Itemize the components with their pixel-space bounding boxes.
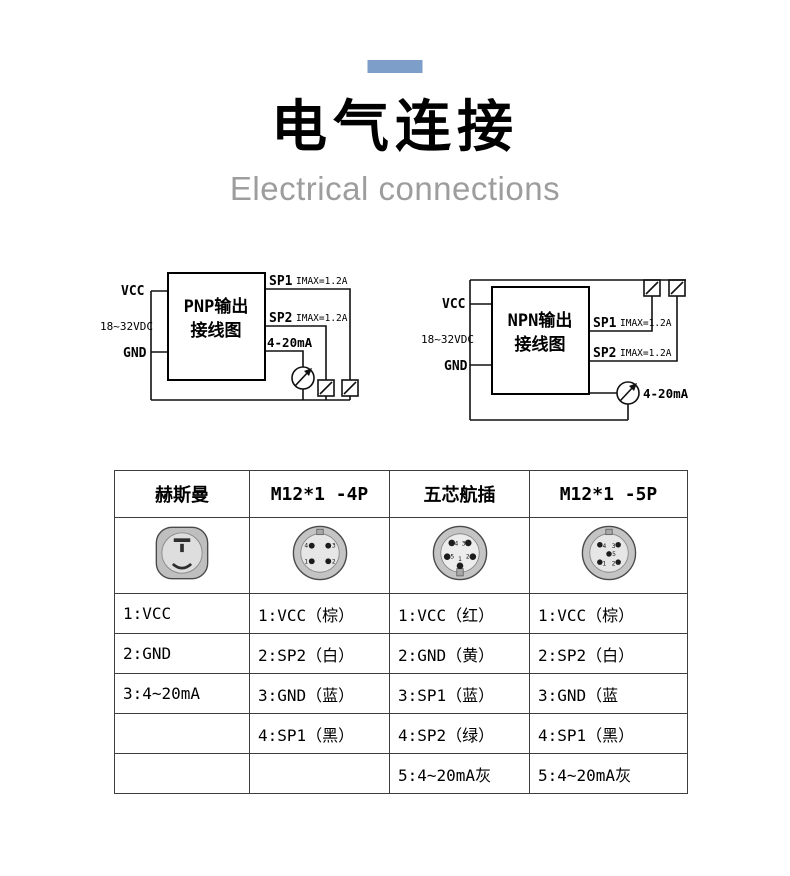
connector-cell-m12-5p: 4 3 5 1 2: [529, 517, 688, 594]
pinout-cell: 2:SP2（白）: [529, 633, 688, 674]
accent-bar: [367, 60, 423, 73]
npn-ammeter-symbol: [616, 381, 640, 405]
pnp-diagram: PNP输出 接线图 VCC 18~32VDC GND SP1 IMAX=1.2A…: [100, 272, 359, 401]
npn-box-title-line2: 接线图: [515, 334, 566, 355]
pin-label: 3: [331, 543, 335, 550]
pin-label: 5: [612, 551, 616, 558]
pinout-cell: 1:VCC（棕）: [249, 593, 390, 634]
pin-label: 4: [304, 543, 308, 550]
header-m12-4p: M12*1 -4P: [249, 470, 390, 518]
table-row: 4:SP1（黑） 4:SP2（绿） 4:SP1（黑）: [114, 713, 688, 754]
pnp-sp2-label: SP2: [269, 311, 292, 326]
aviation-5p-connector-icon: 4 3 5 2 1: [432, 525, 487, 581]
pin-label: 2: [465, 554, 469, 561]
m12-5p-connector-icon: 4 3 5 1 2: [581, 525, 636, 581]
pinout-cell: 4:SP1（黑）: [249, 713, 390, 754]
npn-sp1-imax: IMAX=1.2A: [620, 318, 672, 329]
pnp-box-title-line2: 接线图: [191, 320, 242, 341]
pinout-cell: [249, 753, 390, 794]
npn-vcc-label: VCC: [442, 297, 465, 312]
hirschmann-connector-icon: [155, 526, 209, 580]
pinout-cell: 3:4~20mA: [114, 673, 250, 714]
pin-label: 1: [458, 556, 462, 563]
pnp-vcc-label: VCC: [121, 284, 144, 299]
header-aviation: 五芯航插: [389, 470, 530, 518]
npn-load-symbol-1: [643, 279, 661, 297]
pin-label: 2: [611, 560, 615, 567]
npn-analog-out-label: 4-20mA: [643, 386, 689, 401]
pin-label: 2: [331, 559, 335, 566]
table-row: 5:4~20mA灰 5:4~20mA灰: [114, 753, 688, 794]
pnp-sp1-imax: IMAX=1.2A: [296, 276, 348, 287]
pnp-sp1-label: SP1: [269, 274, 293, 289]
npn-load-symbol-2: [668, 279, 686, 297]
page-title: 电气连接: [271, 95, 519, 158]
pinout-cell: 4:SP2（绿）: [389, 713, 530, 754]
pin-label: 4: [454, 541, 458, 548]
pnp-gnd-label: GND: [123, 346, 147, 361]
pnp-supply-label: 18~32VDC: [100, 320, 153, 333]
pinout-cell: 5:4~20mA灰: [529, 753, 688, 794]
pinout-cell: 3:SP1（蓝）: [389, 673, 530, 714]
table-row: 2:GND 2:SP2（白） 2:GND（黄） 2:SP2（白）: [114, 633, 688, 674]
header-m12-5p: M12*1 -5P: [529, 470, 688, 518]
pinout-cell: [114, 713, 250, 754]
npn-wiring-lines: [469, 279, 686, 421]
connector-cell-aviation-5p: 4 3 5 2 1: [389, 517, 530, 594]
pinout-cell: 1:VCC: [114, 593, 250, 634]
pinout-cell: 2:GND: [114, 633, 250, 674]
pinout-cell: 1:VCC（棕）: [529, 593, 688, 634]
table-row: 3:4~20mA 3:GND（蓝） 3:SP1（蓝） 3:GND（蓝: [114, 673, 688, 714]
pin-label: 3: [611, 543, 615, 550]
pnp-sp2-imax: IMAX=1.2A: [296, 313, 348, 324]
pnp-wiring-lines: [150, 288, 351, 401]
pinout-cell: 2:SP2（白）: [249, 633, 390, 674]
pnp-analog-out-label: 4-20mA: [267, 335, 313, 350]
npn-output-box: [491, 286, 590, 395]
connector-cell-hirschmann: [114, 517, 250, 594]
wiring-diagrams: PNP输出 接线图 VCC 18~32VDC GND SP1 IMAX=1.2A…: [100, 272, 689, 421]
pnp-load-symbol-1: [317, 379, 335, 397]
table-header-row: 赫斯曼 M12*1 -4P 五芯航插 M12*1 -5P: [114, 470, 688, 518]
header-hirschmann: 赫斯曼: [114, 470, 250, 518]
npn-sp2-imax: IMAX=1.2A: [620, 348, 672, 359]
npn-gnd-label: GND: [444, 359, 468, 374]
pnp-labels: PNP输出 接线图 VCC 18~32VDC GND SP1 IMAX=1.2A…: [100, 274, 348, 361]
pnp-load-symbol-2: [341, 379, 359, 397]
connector-row: 4 3 1 2 4 3: [114, 517, 688, 594]
pin-label: 1: [304, 559, 308, 566]
npn-labels: NPN输出 接线图 VCC 18~32VDC GND SP1 IMAX=1.2A…: [421, 297, 689, 401]
pnp-output-box: [167, 272, 266, 381]
pnp-ammeter-symbol: [291, 366, 315, 390]
pin-label: 4: [602, 543, 606, 550]
npn-box-title-line1: NPN输出: [508, 310, 573, 331]
pinout-cell: 3:GND（蓝: [529, 673, 688, 714]
npn-sp1-label: SP1: [593, 316, 617, 331]
pnp-box-title-line1: PNP输出: [184, 296, 249, 317]
pinout-cell: 4:SP1（黑）: [529, 713, 688, 754]
pin-label: 5: [450, 554, 454, 561]
npn-supply-label: 18~32VDC: [421, 333, 474, 346]
connector-cell-m12-4p: 4 3 1 2: [249, 517, 390, 594]
pinout-cell: 5:4~20mA灰: [389, 753, 530, 794]
pinout-cell: 3:GND（蓝）: [249, 673, 390, 714]
page-subtitle: Electrical connections: [229, 170, 561, 207]
pinout-cell: 2:GND（黄）: [389, 633, 530, 674]
pinout-table: 赫斯曼 M12*1 -4P 五芯航插 M12*1 -5P: [114, 470, 688, 794]
pinout-cell: [114, 753, 250, 794]
npn-sp2-label: SP2: [593, 346, 616, 361]
pinout-cell: 1:VCC（红）: [389, 593, 530, 634]
pin-label: 3: [461, 541, 465, 548]
npn-diagram: NPN输出 接线图 VCC 18~32VDC GND SP1 IMAX=1.2A…: [421, 279, 689, 421]
m12-4p-connector-icon: 4 3 1 2: [292, 525, 347, 581]
table-row: 1:VCC 1:VCC（棕） 1:VCC（红） 1:VCC（棕）: [114, 593, 688, 634]
pin-label: 1: [602, 560, 606, 567]
